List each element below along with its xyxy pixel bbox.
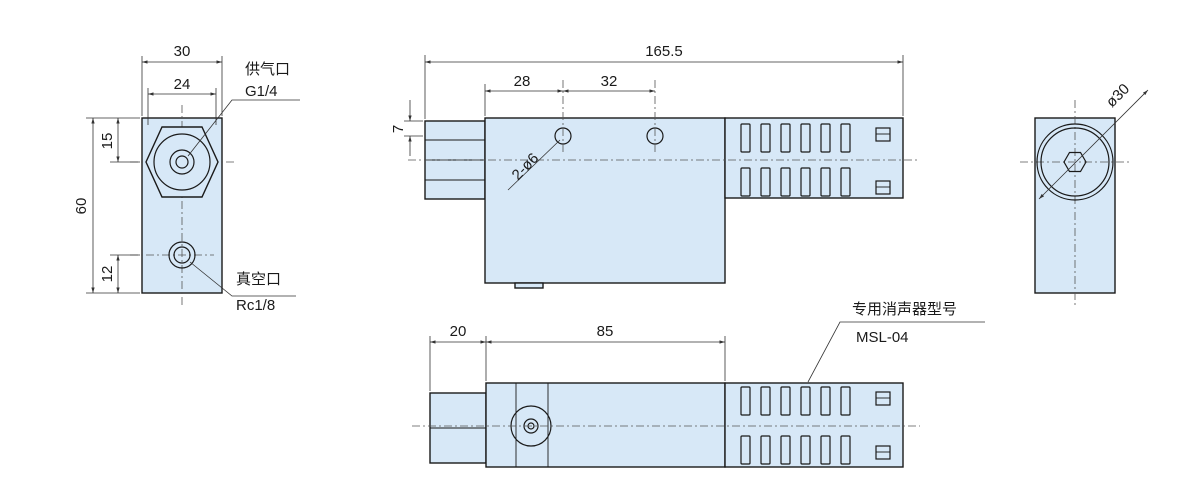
supply-port-leader <box>187 99 300 157</box>
front-view-bottom-notch <box>514 282 544 289</box>
right-end-view: ø30 <box>1020 81 1149 305</box>
front-view-silencer <box>724 117 904 199</box>
supply-port-hex-fitting <box>145 126 219 198</box>
dim-height: 60 <box>73 198 90 215</box>
front-view-silencer-slots <box>740 123 891 197</box>
bottom-view-silencer <box>724 382 904 468</box>
dim-diameter: ø30 <box>1103 81 1133 111</box>
bottom-view: 20 85 专用消声器型号 MSL-04 <box>412 300 985 468</box>
vacuum-port-label: 真空口 <box>236 270 281 288</box>
bottom-view-silencer-slots <box>740 386 891 465</box>
silencer-leader <box>807 321 985 383</box>
front-view-body <box>484 117 726 284</box>
dim-width-inner: 24 <box>174 76 191 93</box>
dim-body-length: 85 <box>597 323 614 340</box>
dim-hole-spacing: 32 <box>601 73 618 90</box>
silencer-label: 专用消声器型号 <box>852 300 957 318</box>
dim-total-length: 165.5 <box>645 43 683 60</box>
dim-nut-length: 20 <box>450 323 467 340</box>
supply-port-label: 供气口 <box>245 60 290 78</box>
front-view: 165.5 28 32 7 2-ø6 <box>390 43 920 289</box>
dim-width-outer: 30 <box>174 43 191 60</box>
vacuum-port-thread: Rc1/8 <box>236 297 275 314</box>
supply-port-thread: G1/4 <box>245 83 278 100</box>
bottom-view-body <box>485 382 726 468</box>
vacuum-port-leader <box>189 261 296 297</box>
silencer-model: MSL-04 <box>856 329 909 346</box>
dim-left-height: 7 <box>390 125 407 133</box>
left-side-view: 30 24 60 15 12 供气口 G1/4 真空口 Rc1/8 <box>73 43 300 314</box>
dim-hole-offset: 28 <box>514 73 531 90</box>
vacuum-port-hole <box>168 241 196 269</box>
dim-top-offset: 15 <box>99 133 116 150</box>
bottom-view-hex-nut <box>429 392 487 464</box>
dim-bottom-offset: 12 <box>99 266 116 283</box>
